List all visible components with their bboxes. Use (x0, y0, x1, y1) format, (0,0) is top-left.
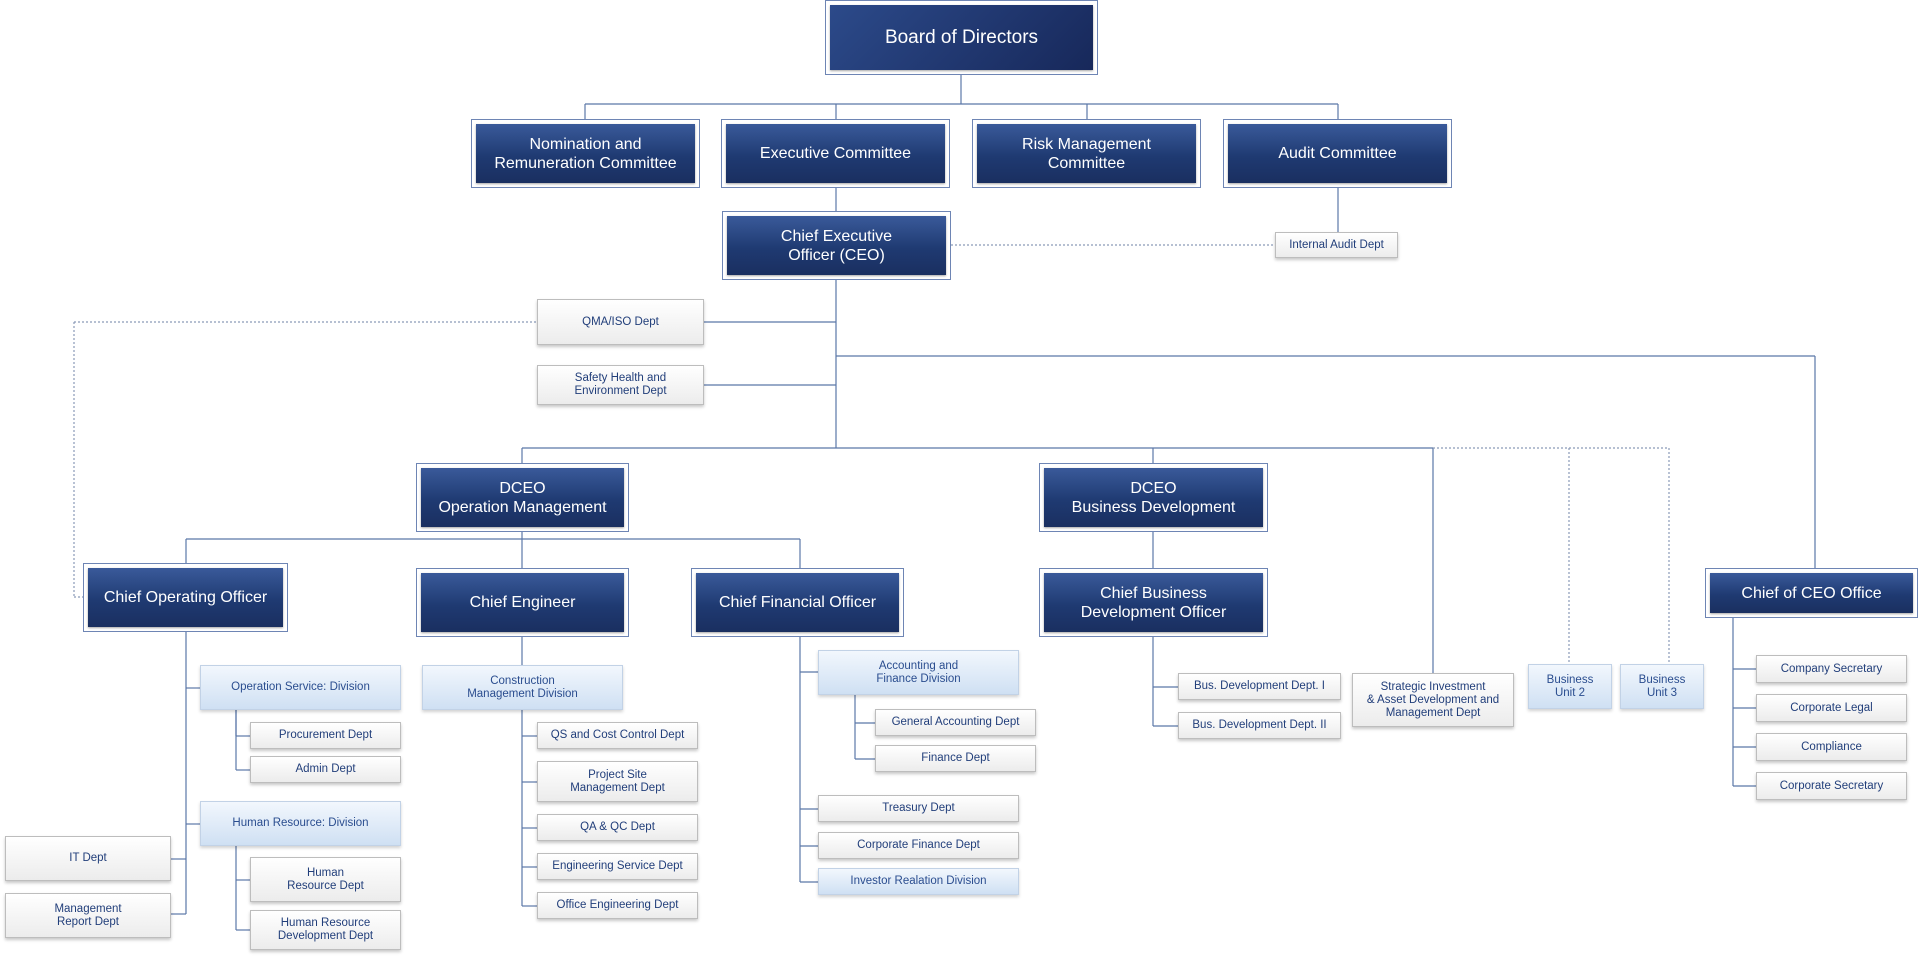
node-acct-fin: Accounting and Finance Division (818, 650, 1019, 695)
node-cfo: Chief Financial Officer (691, 568, 904, 637)
node-label: DCEO Operation Management (421, 468, 624, 527)
node-bu3: Business Unit 3 (1620, 664, 1704, 709)
node-label: Chief Financial Officer (696, 573, 899, 632)
node-internal-audit: Internal Audit Dept (1275, 232, 1398, 258)
node-bus-dev-2: Bus. Development Dept. II (1178, 712, 1341, 739)
node-label: Nomination and Remuneration Committee (476, 124, 695, 183)
node-board: Board of Directors (825, 0, 1098, 75)
node-qa: QA & QC Dept (537, 814, 698, 841)
node-dceo-bd: DCEO Business Development (1039, 463, 1268, 532)
node-hr-div: Human Resource: Division (200, 801, 401, 846)
node-compliance: Compliance (1756, 733, 1907, 761)
node-admin: Admin Dept (250, 756, 401, 783)
node-strategic: Strategic Investment & Asset Development… (1352, 673, 1514, 727)
node-label: Chief Business Development Officer (1044, 573, 1263, 632)
node-label: Audit Committee (1228, 124, 1447, 183)
node-chief-ceo-office: Chief of CEO Office (1705, 568, 1918, 618)
node-corp-finance: Corporate Finance Dept (818, 832, 1019, 859)
node-label: Risk Management Committee (977, 124, 1196, 183)
node-qma: QMA/ISO Dept (537, 299, 704, 345)
node-investor: Investor Realation Division (818, 868, 1019, 895)
node-eng-service: Engineering Service Dept (537, 853, 698, 880)
node-bus-dev-1: Bus. Development Dept. I (1178, 673, 1341, 700)
node-mgmt-report: Management Report Dept (5, 893, 171, 938)
node-qs: QS and Cost Control Dept (537, 722, 698, 749)
node-she: Safety Health and Environment Dept (537, 365, 704, 405)
node-company-sec-1: Company Secretary (1756, 655, 1907, 683)
node-procurement: Procurement Dept (250, 722, 401, 749)
node-coo: Chief Operating Officer (83, 563, 288, 632)
node-label: Chief Engineer (421, 573, 624, 632)
node-project-site: Project Site Management Dept (537, 761, 698, 802)
node-label: Chief Executive Officer (CEO) (727, 216, 946, 275)
node-label: DCEO Business Development (1044, 468, 1263, 527)
node-corp-legal: Corporate Legal (1756, 694, 1907, 722)
node-label: Chief Operating Officer (88, 568, 283, 627)
node-dceo-om: DCEO Operation Management (416, 463, 629, 532)
node-label: Executive Committee (726, 124, 945, 183)
node-label: Board of Directors (830, 5, 1093, 70)
node-op-service: Operation Service: Division (200, 665, 401, 710)
node-nomination: Nomination and Remuneration Committee (471, 119, 700, 188)
node-ceo: Chief Executive Officer (CEO) (722, 211, 951, 280)
node-treasury: Treasury Dept (818, 795, 1019, 822)
node-cbdo: Chief Business Development Officer (1039, 568, 1268, 637)
node-it: IT Dept (5, 836, 171, 881)
node-ce: Chief Engineer (416, 568, 629, 637)
node-hr-dev: Human Resource Development Dept (250, 910, 401, 950)
node-risk: Risk Management Committee (972, 119, 1201, 188)
node-office-eng: Office Engineering Dept (537, 892, 698, 919)
node-construction: Construction Management Division (422, 665, 623, 710)
node-hr-dept: Human Resource Dept (250, 857, 401, 902)
node-finance: Finance Dept (875, 745, 1036, 772)
node-executive: Executive Committee (721, 119, 950, 188)
node-audit: Audit Committee (1223, 119, 1452, 188)
node-corp-sec-2: Corporate Secretary (1756, 772, 1907, 800)
node-gen-acct: General Accounting Dept (875, 709, 1036, 736)
node-label: Chief of CEO Office (1710, 573, 1913, 613)
node-bu2: Business Unit 2 (1528, 664, 1612, 709)
